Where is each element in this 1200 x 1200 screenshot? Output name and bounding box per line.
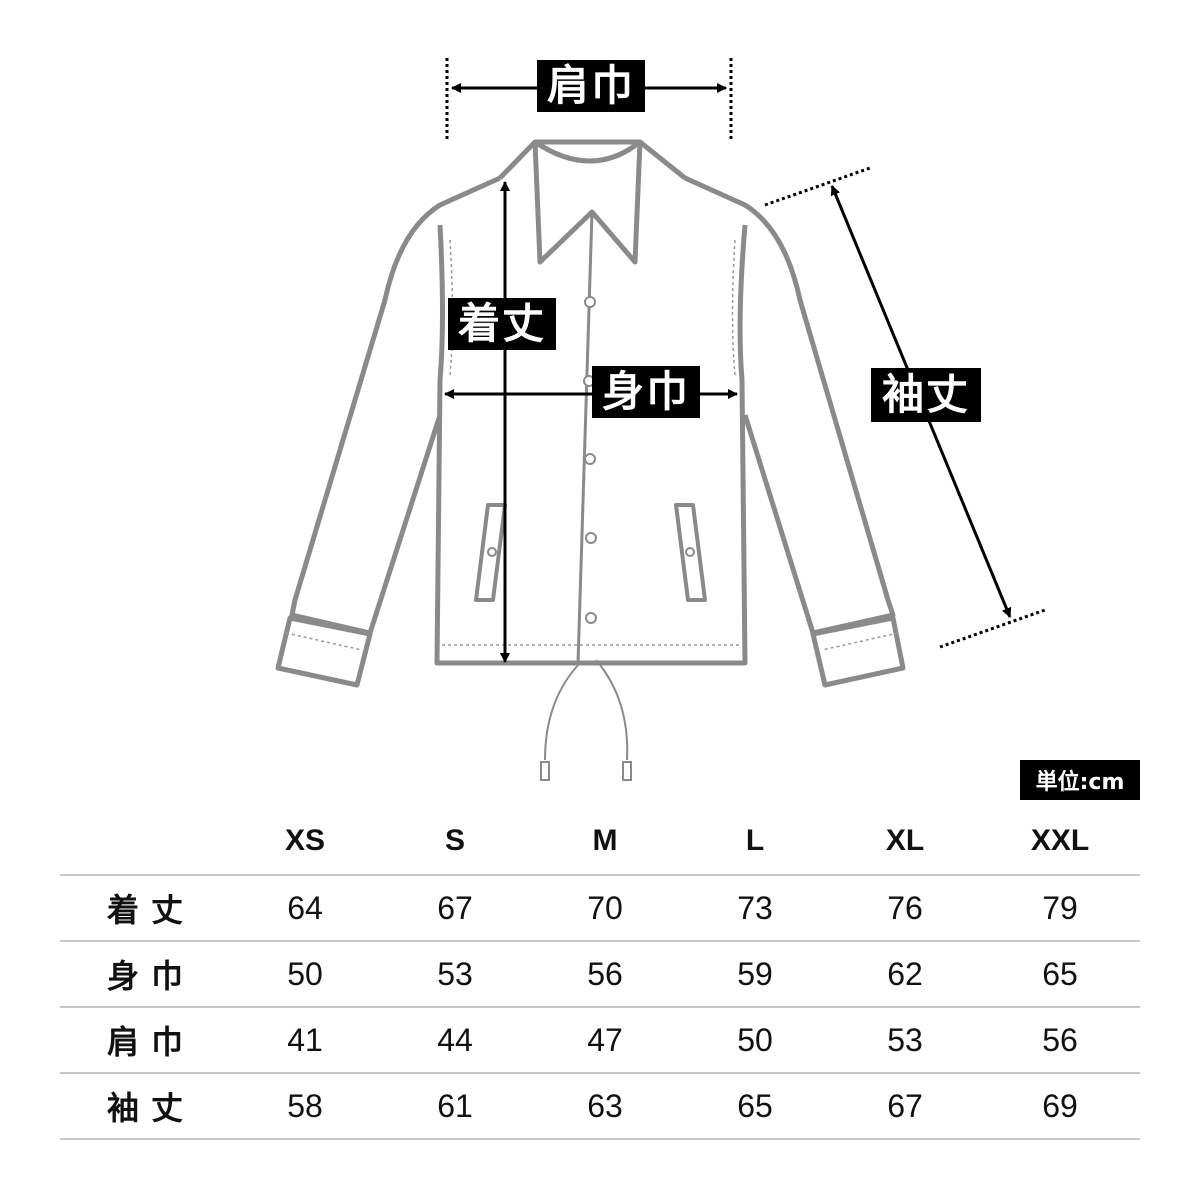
size-header: XXL (1030, 824, 1090, 857)
table-cell: 79 (1042, 889, 1078, 926)
table-cell: 67 (437, 889, 473, 926)
table-cell: 73 (737, 889, 773, 926)
table-cell: 76 (887, 889, 923, 926)
table-cell: 70 (587, 889, 623, 926)
table-row: 肩巾 41 44 47 50 53 56 (60, 1007, 1140, 1073)
table-row: 着丈 64 67 70 73 76 79 (60, 875, 1140, 941)
jacket-outline (275, 139, 906, 688)
length-label: 着丈 (448, 298, 556, 350)
body-width-label: 身巾 (592, 366, 700, 418)
size-header: M (592, 824, 618, 857)
row-label: 肩巾 (106, 1023, 195, 1061)
table-cell: 50 (287, 955, 323, 992)
size-header: S (444, 824, 465, 857)
table-cell: 53 (437, 955, 473, 992)
jacket-diagram: 肩巾 着丈 身巾 袖丈 (275, 58, 1046, 781)
size-header: L (745, 824, 765, 857)
table-cell: 47 (587, 1021, 623, 1058)
size-header-row: XS S M L XL XXL (60, 808, 1140, 875)
table-cell: 65 (737, 1087, 773, 1124)
table-cell: 61 (437, 1087, 473, 1124)
table-row: 袖丈 58 61 63 65 67 69 (60, 1073, 1140, 1139)
row-label: 身巾 (106, 957, 195, 995)
table-cell: 69 (1042, 1087, 1078, 1124)
row-label: 袖丈 (106, 1089, 195, 1127)
table-cell: 67 (887, 1087, 923, 1124)
table-cell: 62 (887, 955, 923, 992)
buttons (487, 296, 695, 624)
table-row: 身巾 50 53 56 59 62 65 (60, 941, 1140, 1007)
sleeve-label: 袖丈 (871, 368, 981, 422)
table-cell: 41 (287, 1021, 323, 1058)
table-cell: 65 (1042, 955, 1078, 992)
table-cell: 56 (1042, 1021, 1078, 1058)
header-empty (60, 808, 230, 875)
unit-badge: 単位:cm (1020, 760, 1140, 800)
size-header: XS (284, 824, 326, 857)
table-cell: 58 (287, 1087, 323, 1124)
table-cell: 50 (737, 1021, 773, 1058)
drawstring (540, 659, 632, 781)
row-label: 着丈 (106, 891, 195, 929)
size-header: XL (885, 824, 925, 857)
table-cell: 56 (587, 955, 623, 992)
table-cell: 44 (437, 1021, 473, 1058)
table-cell: 63 (587, 1087, 623, 1124)
size-table: XS S M L XL XXL 着丈 64 67 70 73 76 79 身巾 … (60, 808, 1140, 1140)
table-cell: 64 (287, 889, 323, 926)
shoulder-label: 肩巾 (537, 60, 645, 112)
table-cell: 59 (737, 955, 773, 992)
table-cell: 53 (887, 1021, 923, 1058)
